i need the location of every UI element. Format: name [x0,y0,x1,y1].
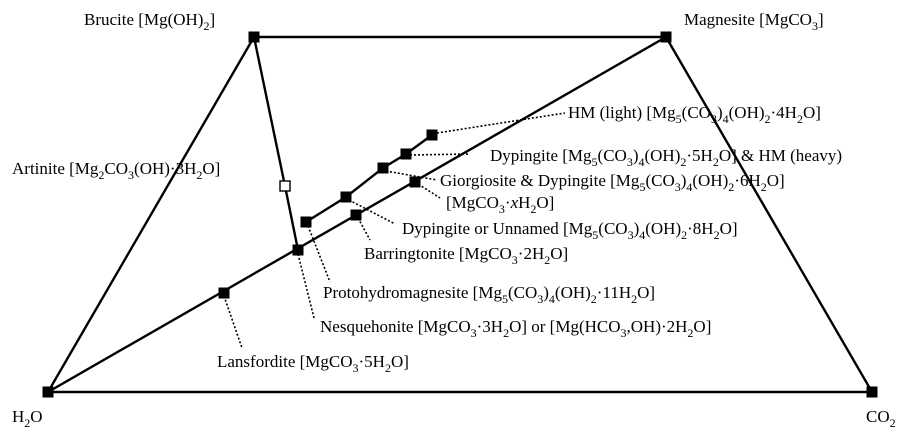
label-barringtonite: Barringtonite [MgCO3·2H2O] [364,244,568,267]
marker-mgco3-x [409,176,421,188]
marker-hm-light [426,129,438,141]
label-water: H2O [12,407,43,430]
label-nesquehonite: Nesquehonite [MgCO3·3H2O] or [Mg(HCO3,OH… [320,317,711,340]
phase-labels: Artinite [Mg2CO3(OH)·3H2O] HM (light) [M… [12,103,842,375]
vertex-labels: Brucite [Mg(OH)2] Magnesite [MgCO3] H2O … [12,10,896,430]
leader-hm-light [436,112,566,134]
phase-markers [42,31,878,398]
marker-lansfordite [218,287,230,299]
label-protohydromagnesite: Protohydromagnesite [Mg5(CO3)4(OH)2·11H2… [323,283,655,306]
diagram-edges [46,35,874,394]
marker-brucite [248,31,260,43]
leader-giorgiosite [385,170,438,181]
marker-giorgiosite [377,162,389,174]
label-mgco3-x: [MgCO3·xH2O] [446,193,554,216]
leader-nesquehonite [297,253,315,319]
leader-barringtonite [357,217,371,241]
edge-left [46,36,256,393]
label-hm-light: HM (light) [Mg5(CO3)4(OH)2·4H2O] [568,103,821,126]
leader-protohydromagnesite [307,225,331,283]
marker-artinite [279,180,291,192]
marker-protohydromagnesite [300,216,312,228]
label-dypingite-8: Dypingite or Unnamed [Mg5(CO3)4(OH)2·8H2… [402,219,738,242]
label-dypingite-5: Dypingite [Mg5(CO3)4(OH)2·5H2O] & HM (he… [490,146,842,169]
label-giorgiosite: Giorgiosite & Dypingite [Mg5(CO3)4(OH)2·… [440,171,785,194]
marker-dypingite-5 [400,148,412,160]
label-brucite: Brucite [Mg(OH)2] [84,10,215,33]
leader-dypingite-8 [348,199,396,225]
marker-barringtonite [350,209,362,221]
tie-line-brucite-nesquehonite [252,36,300,251]
marker-magnesite [660,31,672,43]
edge-right [664,36,874,393]
marker-nesquehonite [292,244,304,256]
marker-dypingite-8 [340,191,352,203]
marker-water [42,386,54,398]
marker-co2 [866,386,878,398]
label-co2: CO2 [866,407,896,430]
label-artinite: Artinite [Mg2CO3(OH)·3H2O] [12,159,220,182]
label-magnesite: Magnesite [MgCO3] [684,10,824,33]
leader-lansfordite [223,295,243,349]
label-lansfordite: Lansfordite [MgCO3·5H2O] [217,352,409,375]
